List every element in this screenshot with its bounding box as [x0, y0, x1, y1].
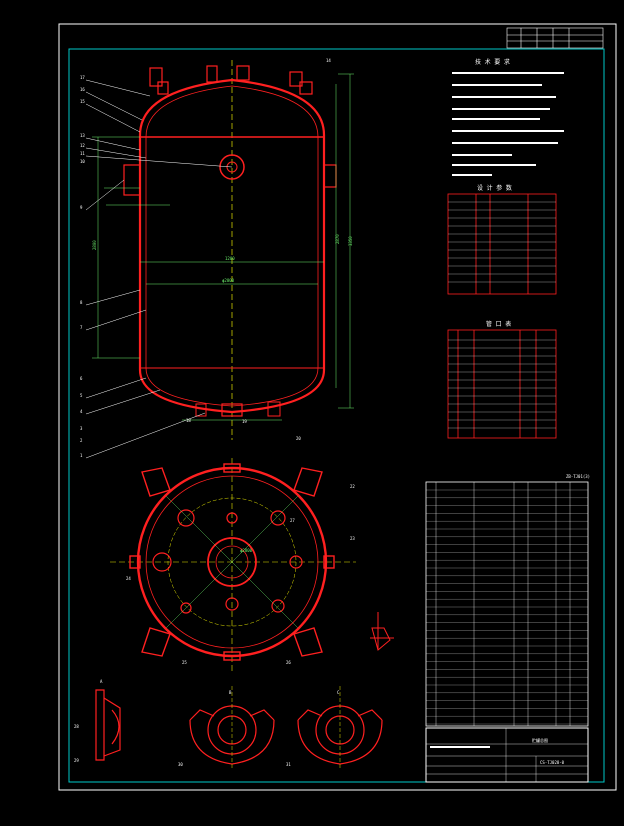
- leader-20: 20: [296, 436, 301, 441]
- top-nozzles: [149, 65, 313, 95]
- plan-dim: ϕ2800: [240, 548, 253, 553]
- detail-symbol: [370, 612, 394, 651]
- leader-5: 5: [80, 393, 83, 398]
- plan-label-24: 24: [126, 576, 131, 581]
- section-label-28: 28: [74, 724, 79, 729]
- leader-lines-left: [85, 79, 233, 459]
- dimension-lines: [92, 73, 354, 421]
- leader-19: 19: [242, 419, 247, 424]
- design-parameter-table: 设 计 参 数: [447, 184, 557, 295]
- dim-side: 3350: [348, 236, 353, 246]
- section-a: [95, 689, 121, 761]
- section-label-a: A: [100, 679, 103, 684]
- plan-lugs: [129, 463, 335, 661]
- nozzle-table: 管 口 表: [447, 320, 557, 439]
- bottom-nozzle-b: [267, 401, 281, 417]
- leader-9: 9: [80, 205, 83, 210]
- dim-length: ϕ2800: [222, 278, 235, 283]
- drawing-number: CS-TJ028-0: [540, 760, 565, 765]
- inner-frame: [68, 48, 605, 783]
- right-support-lug: [323, 164, 337, 188]
- leader-10: 10: [80, 159, 85, 164]
- section-centerlines: [231, 686, 341, 770]
- plan-nozzles: [152, 509, 303, 614]
- dim-shell: 1200: [225, 256, 235, 261]
- vessel-shell: [138, 78, 326, 414]
- plan-inner-circle: [145, 475, 319, 649]
- plan-manhole: [207, 537, 257, 587]
- leader-17: 17: [80, 75, 85, 80]
- leader-4: 4: [80, 409, 83, 414]
- section-views: A B C 28 29 30 31: [74, 679, 383, 770]
- technical-requirements: 技 术 要 求: [452, 58, 564, 176]
- bottom-outlet: [221, 403, 243, 417]
- plan-radial-lines: [165, 495, 299, 629]
- vessel-plan-view: ϕ2800 22 23 24 25 26 27: [110, 458, 356, 672]
- leader-6: 6: [80, 376, 83, 381]
- design-table-title: 设 计 参 数: [477, 184, 512, 192]
- leader-14: 14: [326, 58, 331, 63]
- vessel-elevation: 3350 2870 2800 1200 ϕ2800 17 16 15 13 12…: [80, 58, 354, 459]
- leader-2: 2: [80, 438, 83, 443]
- leader-18: 18: [186, 418, 191, 423]
- section-label-31: 31: [286, 762, 291, 767]
- title-block: 贮罐总图 CS-TJ028-0: [425, 727, 589, 783]
- tech-req-title: 技 术 要 求: [475, 58, 510, 66]
- left-support-lug: [123, 164, 141, 196]
- leader-3: 3: [80, 426, 83, 431]
- plan-bolt-circle: [167, 497, 297, 627]
- section-label-c: C: [337, 690, 340, 695]
- leader-12: 12: [80, 143, 85, 148]
- leader-1: 1: [80, 453, 83, 458]
- plan-label-26: 26: [286, 660, 291, 665]
- plan-label-23: 23: [350, 536, 355, 541]
- leader-16: 16: [80, 87, 85, 92]
- leader-labels-left: 17 16 15 13 12 11 10 9 8 7 6 5 4 3 2 1: [80, 75, 85, 458]
- leader-11: 11: [80, 151, 85, 156]
- revision-table: [506, 27, 604, 49]
- plan-label-27: 27: [290, 518, 295, 523]
- plan-label-22: 22: [350, 484, 355, 489]
- plan-outer-circle: [136, 466, 328, 658]
- bottom-nozzle-a: [195, 403, 207, 417]
- bom-header: ZB-TJ01(3): [566, 474, 590, 479]
- title-name: 贮罐总图: [532, 737, 548, 743]
- tech-req-lines: [452, 72, 564, 176]
- section-label-30: 30: [178, 762, 183, 767]
- manhole-inner: [226, 161, 238, 173]
- dim-inner: 2870: [335, 234, 340, 244]
- dim-span: 2800: [92, 240, 97, 250]
- leader-labels-right: 14 18 19 20: [186, 58, 331, 441]
- plan-label-25: 25: [182, 660, 187, 665]
- manhole: [219, 154, 245, 180]
- bill-of-materials: ZB-TJ01(3): [425, 474, 590, 727]
- leader-8: 8: [80, 300, 83, 305]
- section-label-b: B: [229, 690, 232, 695]
- leader-13: 13: [80, 133, 85, 138]
- section-label-29: 29: [74, 758, 79, 763]
- leader-15: 15: [80, 99, 85, 104]
- nozzle-table-title: 管 口 表: [486, 320, 511, 328]
- plan-manhole-inner: [215, 545, 249, 579]
- leader-7: 7: [80, 325, 83, 330]
- outer-frame: [58, 23, 617, 791]
